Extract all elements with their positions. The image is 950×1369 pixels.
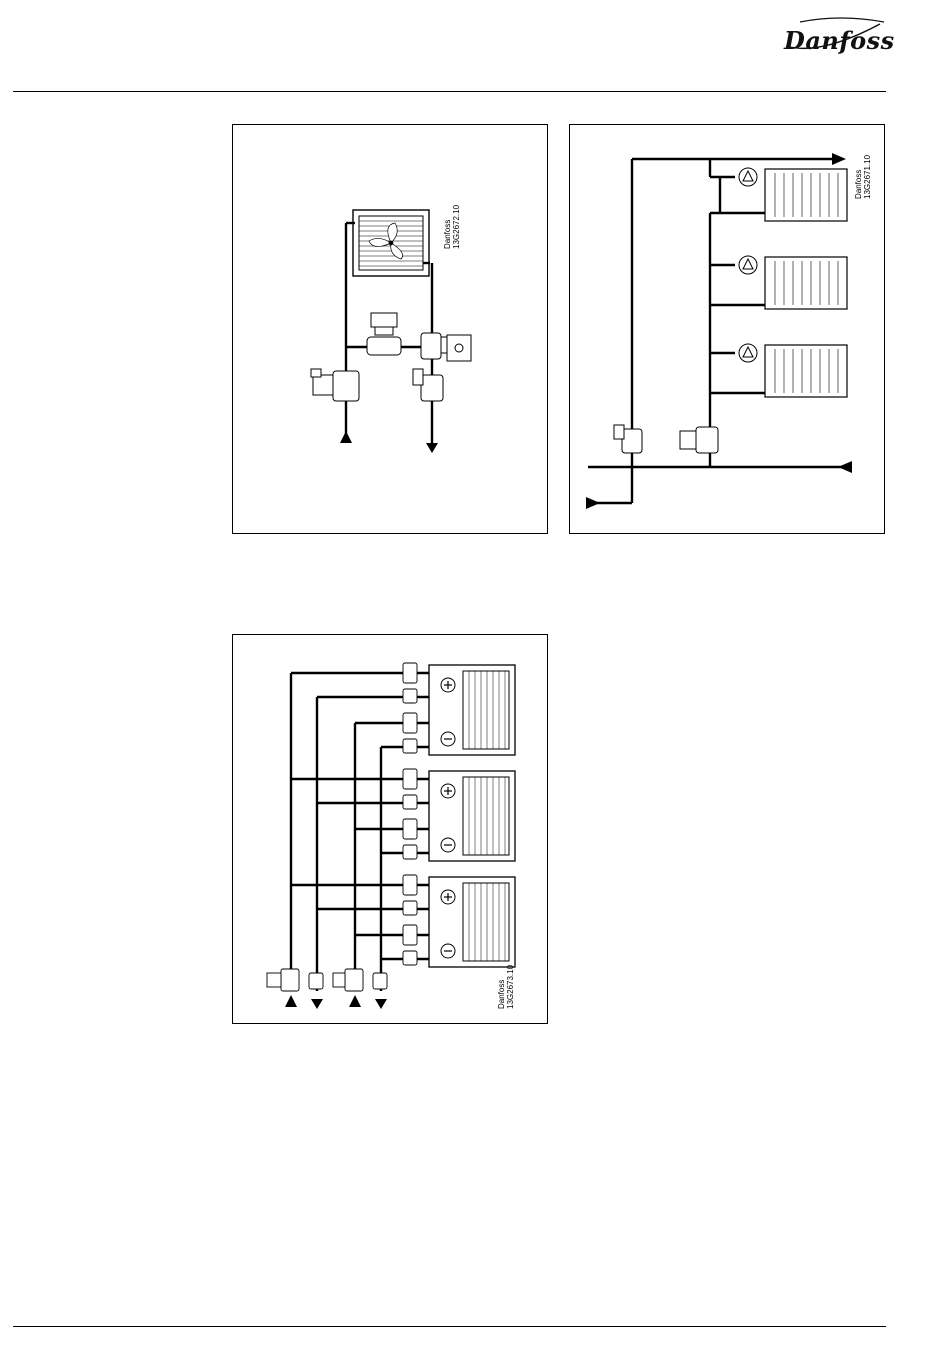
three-way-valve-icon [367, 313, 471, 361]
shutoff-valve-icon [614, 425, 642, 453]
diagram-brand-1: Danfoss [443, 220, 452, 249]
diagram-brand-2: Danfoss [854, 170, 863, 199]
danfoss-logo: Danfoss [780, 16, 890, 58]
diagram-code-2: Danfoss 13G2671.10 [854, 155, 872, 199]
shutoff-valve-right-icon [413, 369, 443, 401]
fan-coil-unit [353, 210, 429, 276]
return-arrow-right-icon [586, 497, 600, 509]
thermostatic-valve-icon [739, 168, 757, 362]
diagram-number-1: 13G2672.10 [452, 205, 461, 249]
flow-arrow-down-icon [426, 443, 438, 453]
flow-arrow-up-icon [340, 431, 352, 443]
fan-coil-unit-3 [429, 877, 515, 967]
radiator-2 [765, 257, 847, 309]
radiator-3 [765, 345, 847, 397]
return-arrow-left-icon [838, 461, 852, 473]
diagram-code-1: Danfoss 13G2672.10 [443, 205, 461, 249]
zone-valves-icon [403, 663, 417, 965]
balancing-valve-icon [680, 427, 718, 453]
riser-valves-icon [267, 969, 387, 991]
supply-arrow-right-icon [832, 153, 846, 165]
diagram-air-heater: Danfoss 13G2672.10 [232, 124, 548, 534]
supply-cooling-arrow-icon [349, 995, 361, 1007]
diagram-four-pipe-fan-coils: Danfoss 13G2673.10 [232, 634, 548, 1024]
fan-coil-unit-2 [429, 771, 515, 861]
diagram-radiator-riser: Danfoss 13G2671.10 [569, 124, 885, 534]
radiator-1 [765, 169, 847, 221]
return-heating-arrow-icon [311, 999, 323, 1009]
diagram-number-3: 13G2673.10 [506, 965, 515, 1009]
logo-text: Danfoss [784, 26, 895, 55]
diagram-brand-3: Danfoss [497, 980, 506, 1009]
balancing-valve-left-icon [311, 369, 359, 401]
footer-rule [13, 1326, 886, 1327]
header-rule [13, 91, 886, 92]
supply-heating-arrow-icon [285, 995, 297, 1007]
air-heater-schematic [233, 125, 549, 535]
return-cooling-arrow-icon [375, 999, 387, 1009]
diagram-number-2: 13G2671.10 [863, 155, 872, 199]
radiator-riser-schematic [570, 125, 886, 535]
diagram-code-3: Danfoss 13G2673.10 [497, 965, 515, 1009]
fan-coil-unit-1 [429, 665, 515, 755]
